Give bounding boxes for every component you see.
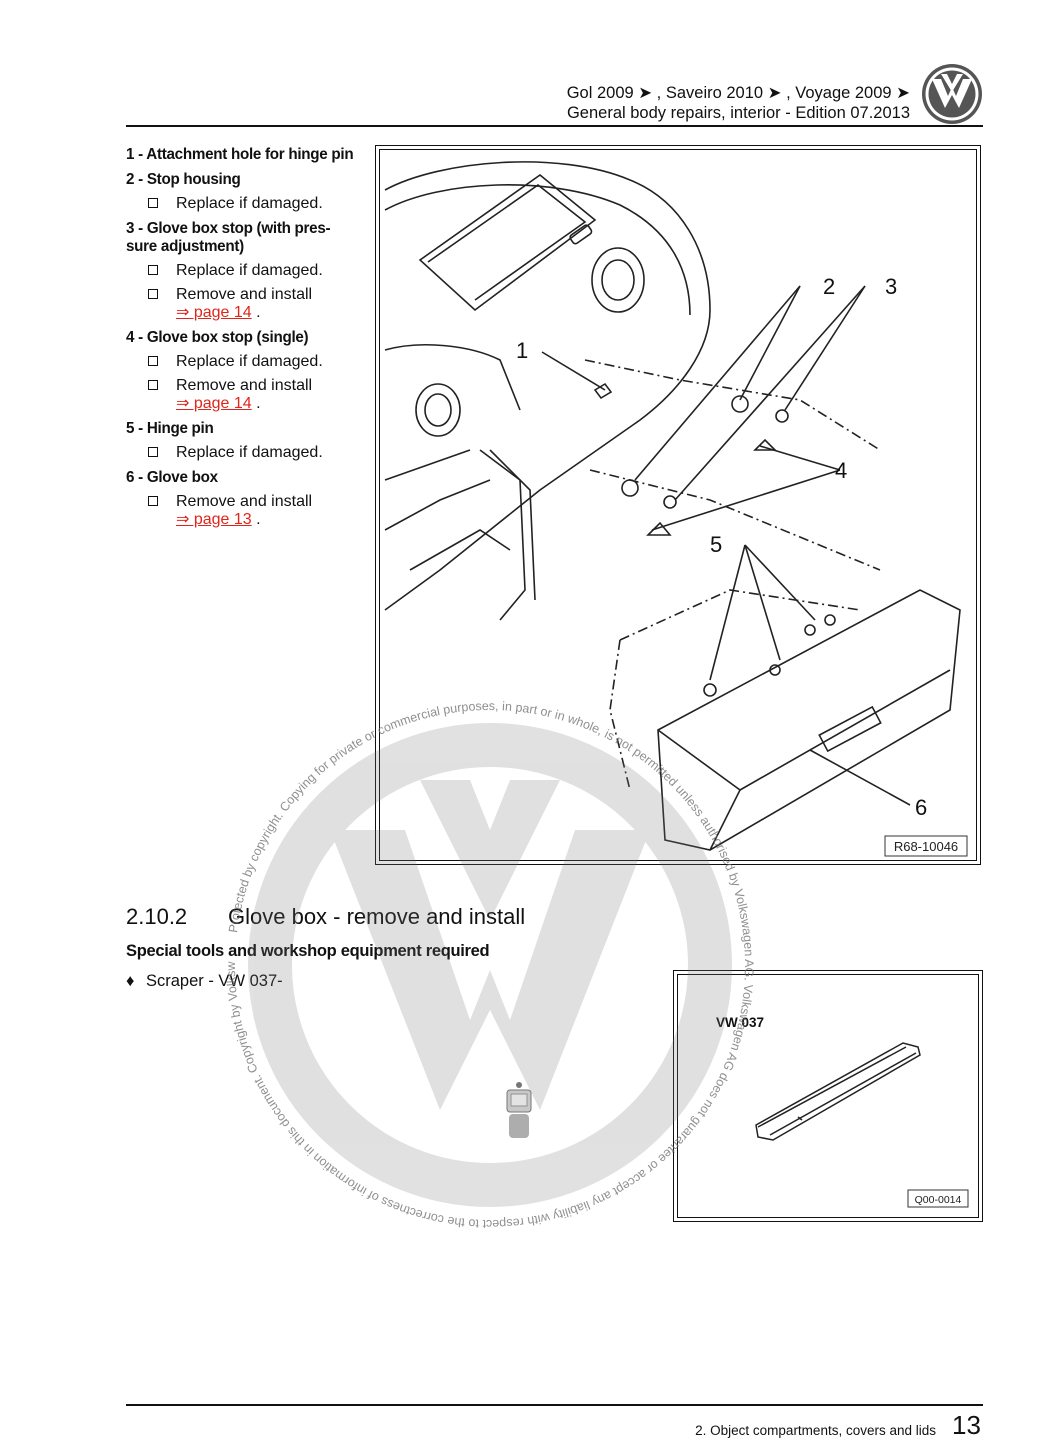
link-tail: .: [251, 304, 261, 321]
page-link[interactable]: ⇒ page 14: [176, 395, 252, 412]
checkbox-bullet-icon: [148, 356, 158, 366]
checkbox-bullet-icon: [148, 289, 158, 299]
parts-list: 1 - Attachment hole for hinge pin 2 - Sto…: [126, 146, 366, 536]
section-title: Glove box - remove and install: [228, 904, 526, 929]
callout-1: 1: [516, 338, 528, 363]
callout-3: 3: [885, 274, 897, 299]
checkbox-bullet-icon: [148, 198, 158, 208]
part-bullet: Replace if damaged.: [126, 353, 366, 371]
part-title: 4 - Glove box stop (single): [126, 329, 309, 346]
part-bullet: Replace if damaged.: [126, 195, 366, 213]
mascot-icon: [506, 1082, 532, 1138]
part-title: 2 - Stop housing: [126, 171, 241, 188]
part-title: 3 - Glove box stop (with pres-sure adjus…: [126, 220, 331, 255]
part-title: 5 - Hinge pin: [126, 420, 214, 437]
figure2-ref: Q00-0014: [915, 1194, 962, 1206]
header-rule: [126, 125, 983, 127]
scraper-drawing: VW 037 Q00-0014: [716, 1015, 969, 1208]
section-subtitle: Special tools and workshop equipment req…: [126, 942, 490, 960]
callout-2: 2: [823, 274, 835, 299]
part-item: 4 - Glove box stop (single) Replace if da…: [126, 329, 366, 413]
callout-4: 4: [835, 458, 847, 483]
header-models: Gol 2009 ➤ , Saveiro 2010 ➤ , Voyage 200…: [566, 84, 910, 102]
header-edition: General body repairs, interior - Edition…: [566, 104, 910, 122]
bullet-text: Replace if damaged.: [176, 353, 323, 370]
part-title: 6 - Glove box: [126, 469, 218, 486]
callout-6: 6: [915, 795, 927, 820]
callout-5: 5: [710, 532, 722, 557]
tool-text: Scraper - VW 037-: [146, 972, 283, 990]
bullet-text: Remove and install: [176, 377, 313, 394]
footer-rule: [126, 1404, 983, 1406]
page-link[interactable]: ⇒ page 13: [176, 511, 252, 528]
part-item: 1 - Attachment hole for hinge pin: [126, 146, 366, 164]
part-bullet: Replace if damaged.: [126, 444, 366, 462]
bullet-text: Replace if damaged.: [176, 262, 323, 279]
scraper-figure: VW 037 Q00-0014: [673, 970, 983, 1222]
page-number: 13: [952, 1410, 981, 1440]
bullet-text: Remove and install: [176, 286, 313, 303]
part-bullet: Remove and install⇒ page 14 .: [126, 286, 366, 322]
glove-box-exploded-diagram: 1 2 3 4 5 6 R68-10046: [384, 161, 968, 857]
figure1-ref: R68-10046: [894, 839, 958, 854]
section-number: 2.10.2: [126, 904, 188, 929]
bullet-text: Replace if damaged.: [176, 444, 323, 461]
checkbox-bullet-icon: [148, 380, 158, 390]
part-bullet: Replace if damaged.: [126, 262, 366, 280]
checkbox-bullet-icon: [148, 496, 158, 506]
page-link[interactable]: ⇒ page 14: [176, 304, 252, 321]
figure2-label: VW 037: [716, 1015, 764, 1030]
checkbox-bullet-icon: [148, 447, 158, 457]
checkbox-bullet-icon: [148, 265, 158, 275]
part-bullet: Remove and install⇒ page 13 .: [126, 493, 366, 529]
tool-list-item: ♦ Scraper - VW 037-: [126, 972, 283, 991]
link-tail: .: [251, 395, 261, 412]
link-tail: .: [251, 511, 261, 528]
bullet-text: Remove and install: [176, 493, 313, 510]
footer-chapter: 2. Object compartments, covers and lids: [695, 1423, 936, 1438]
bullet-text: Replace if damaged.: [176, 195, 323, 212]
exploded-diagram-figure: 1 2 3 4 5 6 R68-10046: [375, 145, 981, 865]
part-title: 1 - Attachment hole for hinge pin: [126, 146, 354, 163]
part-item: 3 - Glove box stop (with pres-sure adjus…: [126, 220, 366, 322]
part-bullet: Remove and install⇒ page 14 .: [126, 377, 366, 413]
vw-logo-icon: [922, 64, 982, 124]
diamond-bullet-icon: ♦: [126, 972, 135, 990]
